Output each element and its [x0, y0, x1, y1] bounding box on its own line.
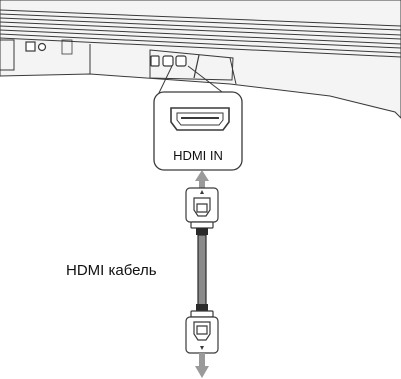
upper-arrow-icon	[195, 170, 209, 188]
port-round	[37, 42, 47, 52]
port-small-mid	[162, 55, 174, 67]
hdmi-cable-label: HDMI кабель	[66, 262, 157, 279]
lower-arrow-icon	[195, 353, 209, 378]
hdmi-plug-top-icon	[185, 187, 219, 229]
device-ports	[25, 39, 200, 79]
hdmi-in-label: HDMI IN	[173, 148, 223, 163]
port-square	[25, 41, 36, 52]
port-small-right	[175, 55, 187, 67]
callout-leader	[157, 65, 227, 96]
port-small-left	[150, 55, 160, 67]
hdmi-plug-bottom-icon	[185, 310, 219, 354]
hdmi-cable-icon	[196, 228, 208, 311]
hdmi-port-callout: HDMI IN	[153, 91, 243, 171]
device-body	[0, 0, 401, 119]
